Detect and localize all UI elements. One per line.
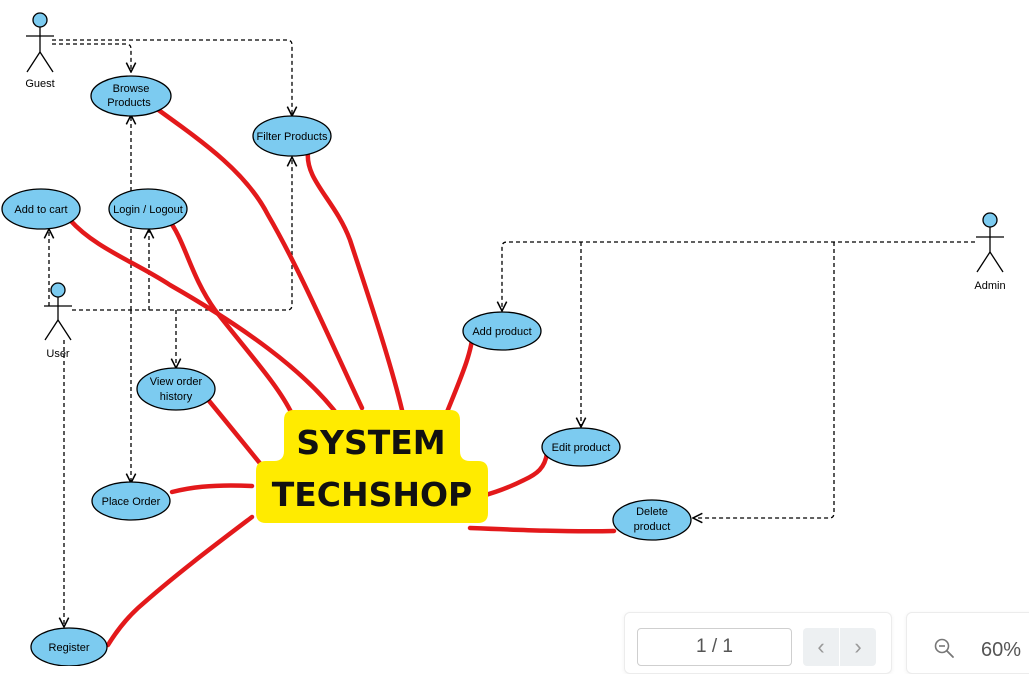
annotation-stroke — [105, 514, 255, 648]
system-label-line1: SYSTEM — [296, 423, 445, 462]
use-case-login-logout[interactable]: Login / Logout — [108, 188, 188, 230]
use-case-register[interactable]: Register — [30, 627, 108, 666]
annotation-stroke — [165, 216, 295, 417]
zoom-toolbar: 60% — [906, 612, 1029, 674]
browse-products-label-1: Browse — [113, 83, 150, 95]
use-case-filter-products[interactable]: Filter Products — [252, 115, 332, 157]
register-label: Register — [49, 642, 90, 654]
system-label-line2: TECHSHOP — [272, 475, 473, 514]
system-box: SYSTEM TECHSHOP — [256, 410, 488, 523]
chevron-left-icon: ‹ — [817, 634, 825, 659]
zoom-level: 60% — [981, 639, 1022, 661]
actor-user[interactable]: User — [44, 282, 72, 360]
use-case-view-order-history[interactable]: View order history — [136, 367, 216, 411]
actor-guest[interactable]: Guest — [25, 12, 55, 90]
view-order-history-label-2: history — [160, 391, 193, 403]
use-case-add-to-cart[interactable]: Add to cart — [1, 188, 81, 230]
actor-admin-label: Admin — [974, 280, 1005, 292]
annotation-stroke — [169, 483, 255, 495]
annotation-stroke — [143, 98, 365, 411]
annotation-stroke — [467, 525, 617, 534]
edit-product-label: Edit product — [552, 442, 611, 454]
actor-user-label: User — [46, 348, 70, 360]
delete-product-label-2: product — [634, 521, 671, 533]
zoom-out-icon[interactable] — [933, 637, 955, 659]
admin-delete-link — [693, 242, 835, 518]
guest-browse-link — [52, 43, 131, 72]
place-order-label: Place Order — [102, 496, 161, 508]
guest-filter-link — [52, 39, 292, 116]
actor-guest-label: Guest — [25, 78, 54, 90]
user-branch-link — [72, 157, 292, 311]
login-logout-label: Login / Logout — [113, 204, 183, 216]
prev-page-button[interactable]: ‹ — [803, 628, 839, 666]
annotation-stroke — [444, 328, 476, 415]
filter-products-label: Filter Products — [257, 131, 328, 143]
page-indicator[interactable]: 1 / 1 — [637, 628, 792, 666]
pagination-toolbar: 1 / 1 ‹ › — [624, 612, 892, 674]
add-to-cart-label: Add to cart — [14, 204, 67, 216]
add-product-label: Add product — [472, 326, 531, 338]
next-page-button[interactable]: › — [840, 628, 876, 666]
use-case-place-order[interactable]: Place Order — [91, 481, 171, 521]
actor-admin[interactable]: Admin — [974, 212, 1006, 292]
use-case-add-product[interactable]: Add product — [462, 311, 542, 351]
use-case-browse-products[interactable]: Browse Products — [90, 75, 172, 117]
annotation-stroke — [67, 217, 343, 421]
view-order-history-label-1: View order — [150, 376, 203, 388]
delete-product-label-1: Delete — [636, 506, 668, 518]
admin-add-link — [502, 241, 975, 311]
use-case-edit-product[interactable]: Edit product — [541, 427, 621, 467]
browse-products-label-2: Products — [107, 97, 151, 109]
chevron-right-icon: › — [854, 634, 862, 659]
annotation-stroke — [479, 450, 550, 499]
annotation-stroke — [305, 149, 405, 413]
use-case-delete-product[interactable]: Delete product — [612, 499, 692, 541]
